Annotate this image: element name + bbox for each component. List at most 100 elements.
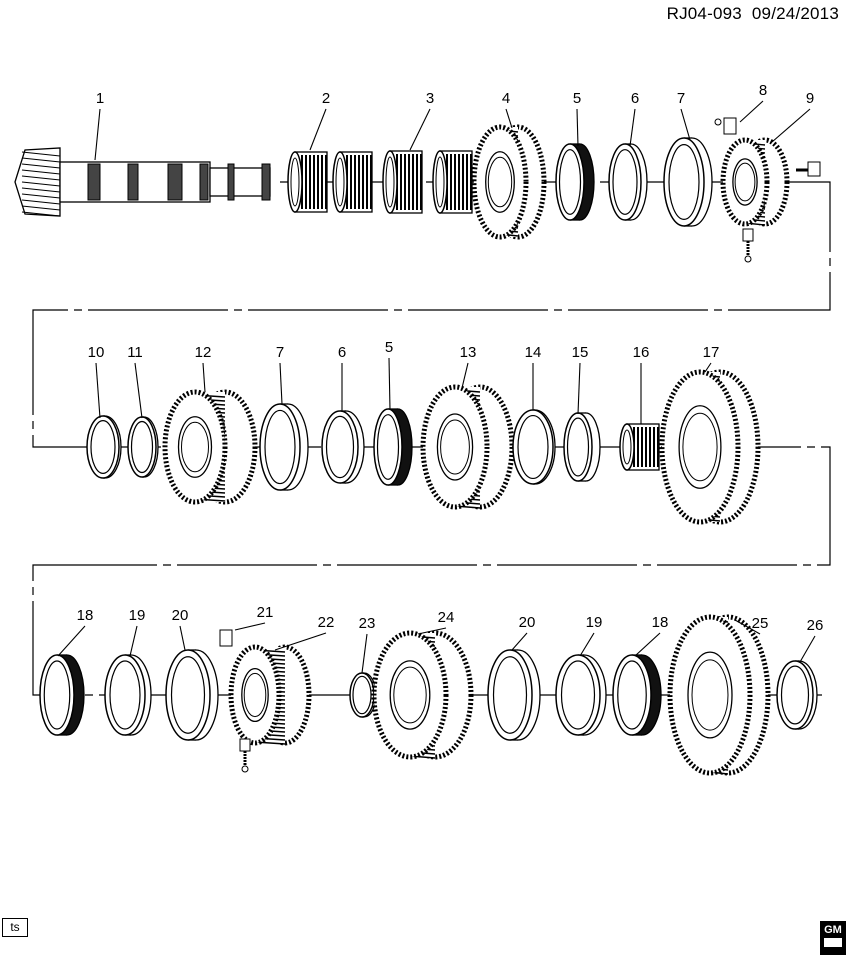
leader-line (511, 632, 528, 651)
leader-line (94, 108, 101, 161)
synchro-ring-7 (259, 403, 309, 491)
leader-line (579, 632, 595, 657)
leader-line (234, 622, 266, 631)
callout-number: 8 (759, 82, 767, 99)
bearing-race-26 (776, 660, 818, 730)
callout-number: 16 (633, 344, 650, 361)
ts-box: ts (2, 918, 28, 937)
gm-logo: GM (820, 921, 846, 955)
leader-line (799, 635, 816, 663)
callout-number: 20 (172, 607, 189, 624)
blocker-ring-18 (612, 654, 662, 736)
synchro-cone-19 (555, 654, 607, 736)
leader-line (134, 362, 143, 419)
needle-bearing (287, 151, 328, 213)
key-8 (714, 117, 737, 135)
detent-key (742, 228, 754, 263)
snap-ring-10 (86, 415, 122, 479)
callout-number: 5 (385, 339, 393, 356)
blocker-ring-5 (555, 143, 595, 221)
thrust-washer-14 (512, 409, 556, 485)
snap-ring-11 (127, 416, 159, 478)
callout-number: 4 (502, 90, 510, 107)
synchro-ring-20 (487, 649, 541, 741)
input-shaft (14, 147, 271, 217)
callout-number: 19 (129, 607, 146, 624)
callout-number: 20 (519, 614, 536, 631)
leader-line (461, 362, 469, 389)
callout-number: 14 (525, 344, 542, 361)
callout-number: 2 (322, 90, 330, 107)
leader-line (771, 108, 811, 143)
synchronizer-sleeve-12 (162, 389, 258, 505)
callout-number: 9 (806, 90, 814, 107)
synchronizer-assembly-9 (720, 137, 790, 227)
callout-number: 21 (257, 604, 274, 621)
leader-line (388, 357, 391, 411)
leader-line (734, 619, 761, 635)
callout-number: 25 (752, 615, 769, 632)
leader-line (680, 108, 691, 141)
gear-24 (371, 630, 474, 760)
leader-line (577, 362, 581, 415)
synchro-cone-19 (104, 654, 152, 736)
callout-number: 26 (807, 617, 824, 634)
synchro-ring-7 (663, 137, 713, 227)
callout-number: 23 (359, 615, 376, 632)
leader-line (739, 100, 764, 123)
callout-number: 15 (572, 344, 589, 361)
needle-bearing (332, 151, 373, 213)
synchronizer-hub-22 (228, 644, 312, 746)
leader-line (505, 108, 513, 129)
callout-number: 19 (586, 614, 603, 631)
gear-17 (659, 369, 761, 525)
leader-line (309, 108, 327, 151)
leader-line (95, 362, 101, 419)
drawing-header: RJ04-093 09/24/2013 (657, 4, 839, 24)
callout-number: 7 (677, 90, 685, 107)
callout-number: 6 (631, 90, 639, 107)
callout-number: 12 (195, 344, 212, 361)
blocker-ring-5 (373, 408, 413, 486)
drawing-date: 09/24/2013 (751, 4, 839, 23)
callout-number: 6 (338, 344, 346, 361)
leader-line (417, 627, 447, 635)
callout-number: 18 (652, 614, 669, 631)
leader-line (629, 108, 636, 147)
leader-line (409, 108, 431, 151)
needle-bearing (382, 150, 423, 214)
leader-line (202, 362, 206, 393)
leader-line (274, 632, 327, 651)
synchro-ring-20 (165, 649, 219, 741)
detent-key (239, 738, 251, 773)
blocker-ring-18 (39, 654, 85, 736)
needle-bearing-16 (619, 423, 660, 471)
leader-line (57, 625, 86, 657)
spacer-15 (563, 412, 601, 482)
gear-4 (471, 124, 547, 240)
spring-ball (796, 161, 821, 177)
synchro-cone-6 (321, 410, 365, 484)
callout-number: 11 (127, 344, 143, 361)
needle-bearing (432, 150, 473, 214)
callout-number: 5 (573, 90, 581, 107)
callout-number: 13 (460, 344, 477, 361)
drawing-id: RJ04-093 (666, 4, 742, 23)
leader-line (361, 633, 368, 674)
callout-number: 17 (703, 344, 720, 361)
callout-number: 10 (88, 344, 105, 361)
callout-number: 22 (318, 614, 335, 631)
synchro-cone-6 (608, 143, 648, 221)
leader-line (129, 625, 138, 657)
callout-number: 7 (276, 344, 284, 361)
callout-number: 1 (96, 90, 104, 107)
gear-13 (420, 384, 515, 510)
leader-line (179, 625, 186, 651)
leader-line (704, 362, 712, 373)
callout-number: 3 (426, 90, 434, 107)
leader-line (279, 362, 283, 405)
leader-line (634, 632, 661, 657)
key-21 (219, 629, 233, 647)
callout-number: 24 (438, 609, 455, 626)
